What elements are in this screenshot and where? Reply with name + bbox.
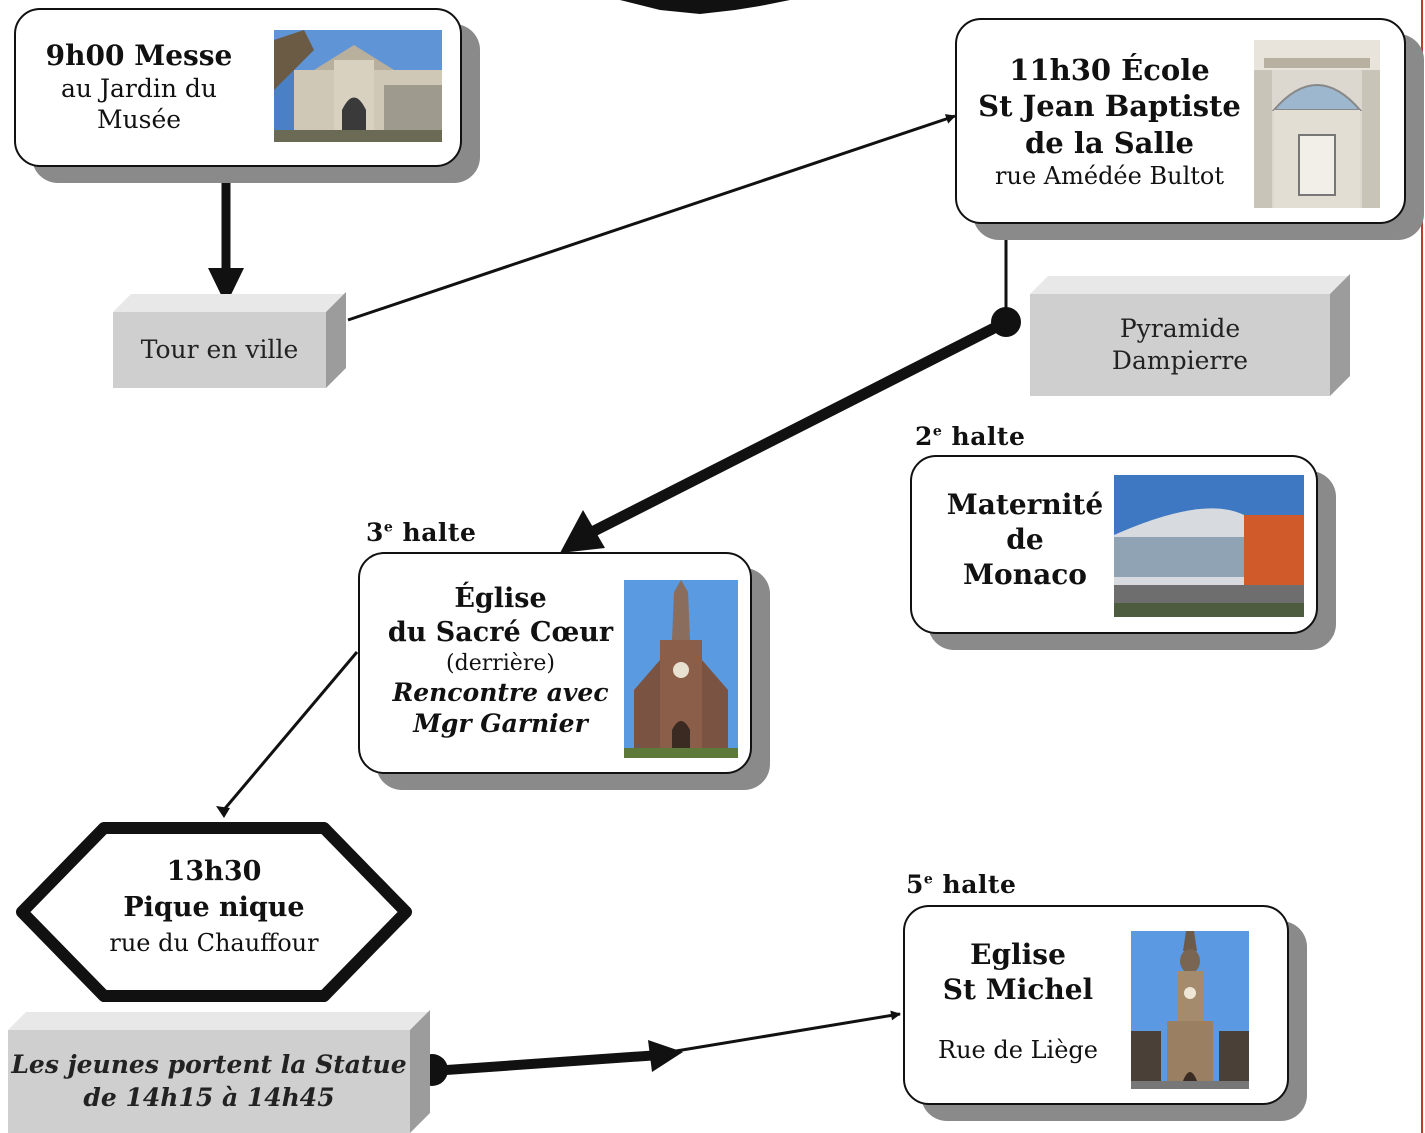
maternite-line3: Monaco [963, 558, 1087, 591]
page-margin-line [1421, 0, 1423, 1133]
sacre-to-picnic-line [220, 651, 359, 813]
statue-arrowhead [648, 1040, 683, 1072]
pyramide-block: Pyramide Dampierre [1030, 274, 1350, 396]
statue-block: Les jeunes portent la Statue de 14h15 à … [8, 1010, 430, 1133]
sacre-line3: (derrière) [446, 650, 555, 676]
pyramide-line1: Pyramide [1119, 313, 1241, 343]
messe-card: 9h00 Messe au Jardin du Musée [14, 8, 462, 167]
picnic-line1: 13h30 [166, 856, 262, 887]
top-shape-fragment [620, 0, 790, 14]
halte-2-label: 2e halte [915, 422, 1026, 451]
messe-time: 9h00 Messe [45, 39, 233, 72]
michel-line3: Rue de Liège [938, 1036, 1098, 1064]
sacre-line2: du Sacré Cœur [387, 616, 614, 648]
sacre-arrowhead [560, 510, 605, 553]
sacre-line5: Mgr Garnier [413, 709, 588, 739]
messe-arrowhead [208, 268, 244, 305]
messe-line2: Musée [96, 105, 182, 135]
messe-line1: au Jardin du [61, 74, 217, 103]
sacre-line1: Église [454, 583, 547, 614]
ecole-line1: 11h30 École [1009, 53, 1210, 87]
maternite-line2: de [1006, 523, 1044, 556]
maternite-line1: Maternité [946, 488, 1104, 521]
tour-label: Tour en ville [140, 334, 299, 364]
ecole-card: 11h30 École St Jean Baptiste de la Salle… [955, 18, 1406, 224]
st-michel-photo [1131, 931, 1249, 1089]
ecole-photo [1254, 40, 1380, 208]
maternite-photo [1114, 475, 1304, 617]
sacre-coeur-photo [624, 580, 738, 758]
tour-to-ecole-line [347, 114, 956, 322]
ecole-line2: St Jean Baptiste [978, 89, 1241, 124]
statue-line2: de 14h15 à 14h45 [83, 1082, 335, 1112]
maternite-card: Maternité de Monaco [910, 455, 1318, 634]
ecole-line4: rue Amédée Bultot [995, 161, 1224, 190]
ecole-line3: de la Salle [1025, 125, 1194, 160]
picnic-line2: Pique nique [123, 892, 305, 924]
tour-block: Tour en ville [113, 292, 346, 388]
ecole-to-sacre-line [589, 317, 1009, 537]
statue-thick-line [432, 1050, 660, 1076]
picnic-badge: 13h30 Pique nique rue du Chauffour [14, 822, 414, 1002]
picnic-badge-shape [16, 822, 412, 1002]
halte-5-label: 5e halte [906, 870, 1017, 899]
sacre-coeur-card: Église du Sacré Cœur (derrière) Rencontr… [358, 552, 752, 774]
picnic-line3: rue du Chauffour [109, 928, 319, 957]
musee-photo [274, 30, 442, 142]
michel-line1: Eglise [970, 938, 1066, 971]
st-michel-card: Eglise St Michel Rue de Liège [903, 905, 1289, 1105]
halte-3-label: 3e halte [366, 518, 477, 547]
michel-line2: St Michel [942, 973, 1094, 1006]
statue-to-michel-line [669, 1010, 901, 1054]
sacre-line4: Rencontre avec [392, 678, 609, 707]
statue-line1: Les jeunes portent la Statue [11, 1050, 407, 1079]
pyramide-line2: Dampierre [1111, 346, 1249, 375]
